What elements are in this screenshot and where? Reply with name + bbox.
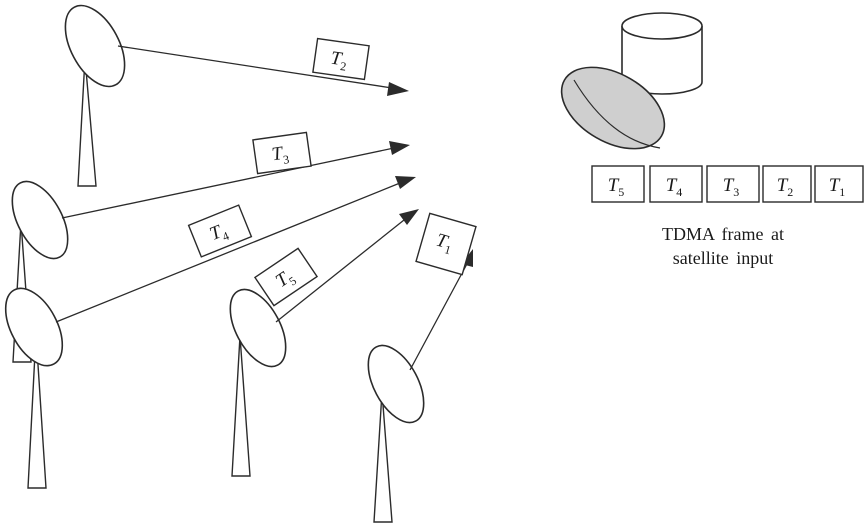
antenna-dish <box>64 4 126 88</box>
satellite-body-top <box>621 12 703 40</box>
slot-subscript: 4 <box>676 185 682 199</box>
slot-letter: T <box>829 175 841 196</box>
frame-slot: T2 <box>762 165 812 203</box>
slot-letter: T <box>608 175 620 196</box>
tag-letter: T <box>270 143 285 165</box>
frame-slot: T3 <box>706 165 760 203</box>
slot-subscript: 5 <box>618 185 624 199</box>
burst-tag-t1: T1 <box>415 212 477 276</box>
tag-subscript: 1 <box>443 242 453 257</box>
slot-letter: T <box>666 175 678 196</box>
beam-t1 <box>409 261 469 371</box>
arrowhead-t3 <box>389 141 410 155</box>
burst-tag-t2: T2 <box>312 37 370 81</box>
arrowhead-t4 <box>395 176 416 189</box>
arrowhead-t2 <box>387 82 409 96</box>
arrowhead-t5 <box>399 209 419 225</box>
svg-text:T2: T2 <box>329 48 349 74</box>
slot-letter: T <box>723 175 735 196</box>
burst-tag-t5: T5 <box>253 247 319 307</box>
satellite <box>560 12 703 150</box>
slot-subscript: 2 <box>787 185 793 199</box>
beam-t3 <box>61 147 395 219</box>
tag-letter: T <box>329 48 344 70</box>
earth-station-t4 <box>4 287 64 489</box>
antenna-mast <box>27 333 47 489</box>
antenna-mast <box>231 335 251 477</box>
beam-t4 <box>55 182 401 323</box>
earth-station-t1 <box>367 344 425 523</box>
svg-text:T5: T5 <box>608 175 625 199</box>
antenna-dish <box>4 287 64 367</box>
frame-caption: TDMA frame at satellite input <box>600 222 846 270</box>
antenna-mast <box>77 57 97 187</box>
satellite-dish <box>560 66 666 150</box>
slot-subscript: 1 <box>839 185 845 199</box>
burst-tag-t4: T4 <box>187 204 253 258</box>
svg-text:T4: T4 <box>666 175 683 199</box>
earth-station-t2 <box>64 4 126 187</box>
frame-slot: T5 <box>591 165 645 203</box>
antenna-dish <box>367 344 425 424</box>
satellite-dish-rim <box>573 79 661 149</box>
slot-subscript: 3 <box>733 185 739 199</box>
caption-line-1: TDMA frame at <box>662 224 784 244</box>
antenna-mast <box>373 391 393 523</box>
antenna-dish <box>229 288 287 368</box>
svg-text:T2: T2 <box>777 175 794 199</box>
burst-tag-t3: T3 <box>252 131 312 175</box>
svg-text:T1: T1 <box>829 175 846 199</box>
uplink-beams <box>55 45 473 371</box>
tag-subscript: 2 <box>339 59 347 74</box>
tag-subscript: 3 <box>282 152 290 167</box>
beam-t5 <box>275 219 405 323</box>
earth-station-t5 <box>229 288 287 477</box>
slot-letter: T <box>777 175 789 196</box>
frame-slot: T1 <box>814 165 864 203</box>
antenna-dish <box>11 180 69 260</box>
svg-text:T3: T3 <box>723 175 740 199</box>
tag-subscript: 4 <box>220 229 231 244</box>
svg-text:T1: T1 <box>433 230 456 258</box>
svg-text:T3: T3 <box>270 142 290 168</box>
frame-slot: T4 <box>649 165 703 203</box>
caption-line-2: satellite input <box>672 248 774 268</box>
tdma-frame: T5 T4 T3 T2 T1 <box>591 165 864 203</box>
beam-t2 <box>117 45 393 89</box>
